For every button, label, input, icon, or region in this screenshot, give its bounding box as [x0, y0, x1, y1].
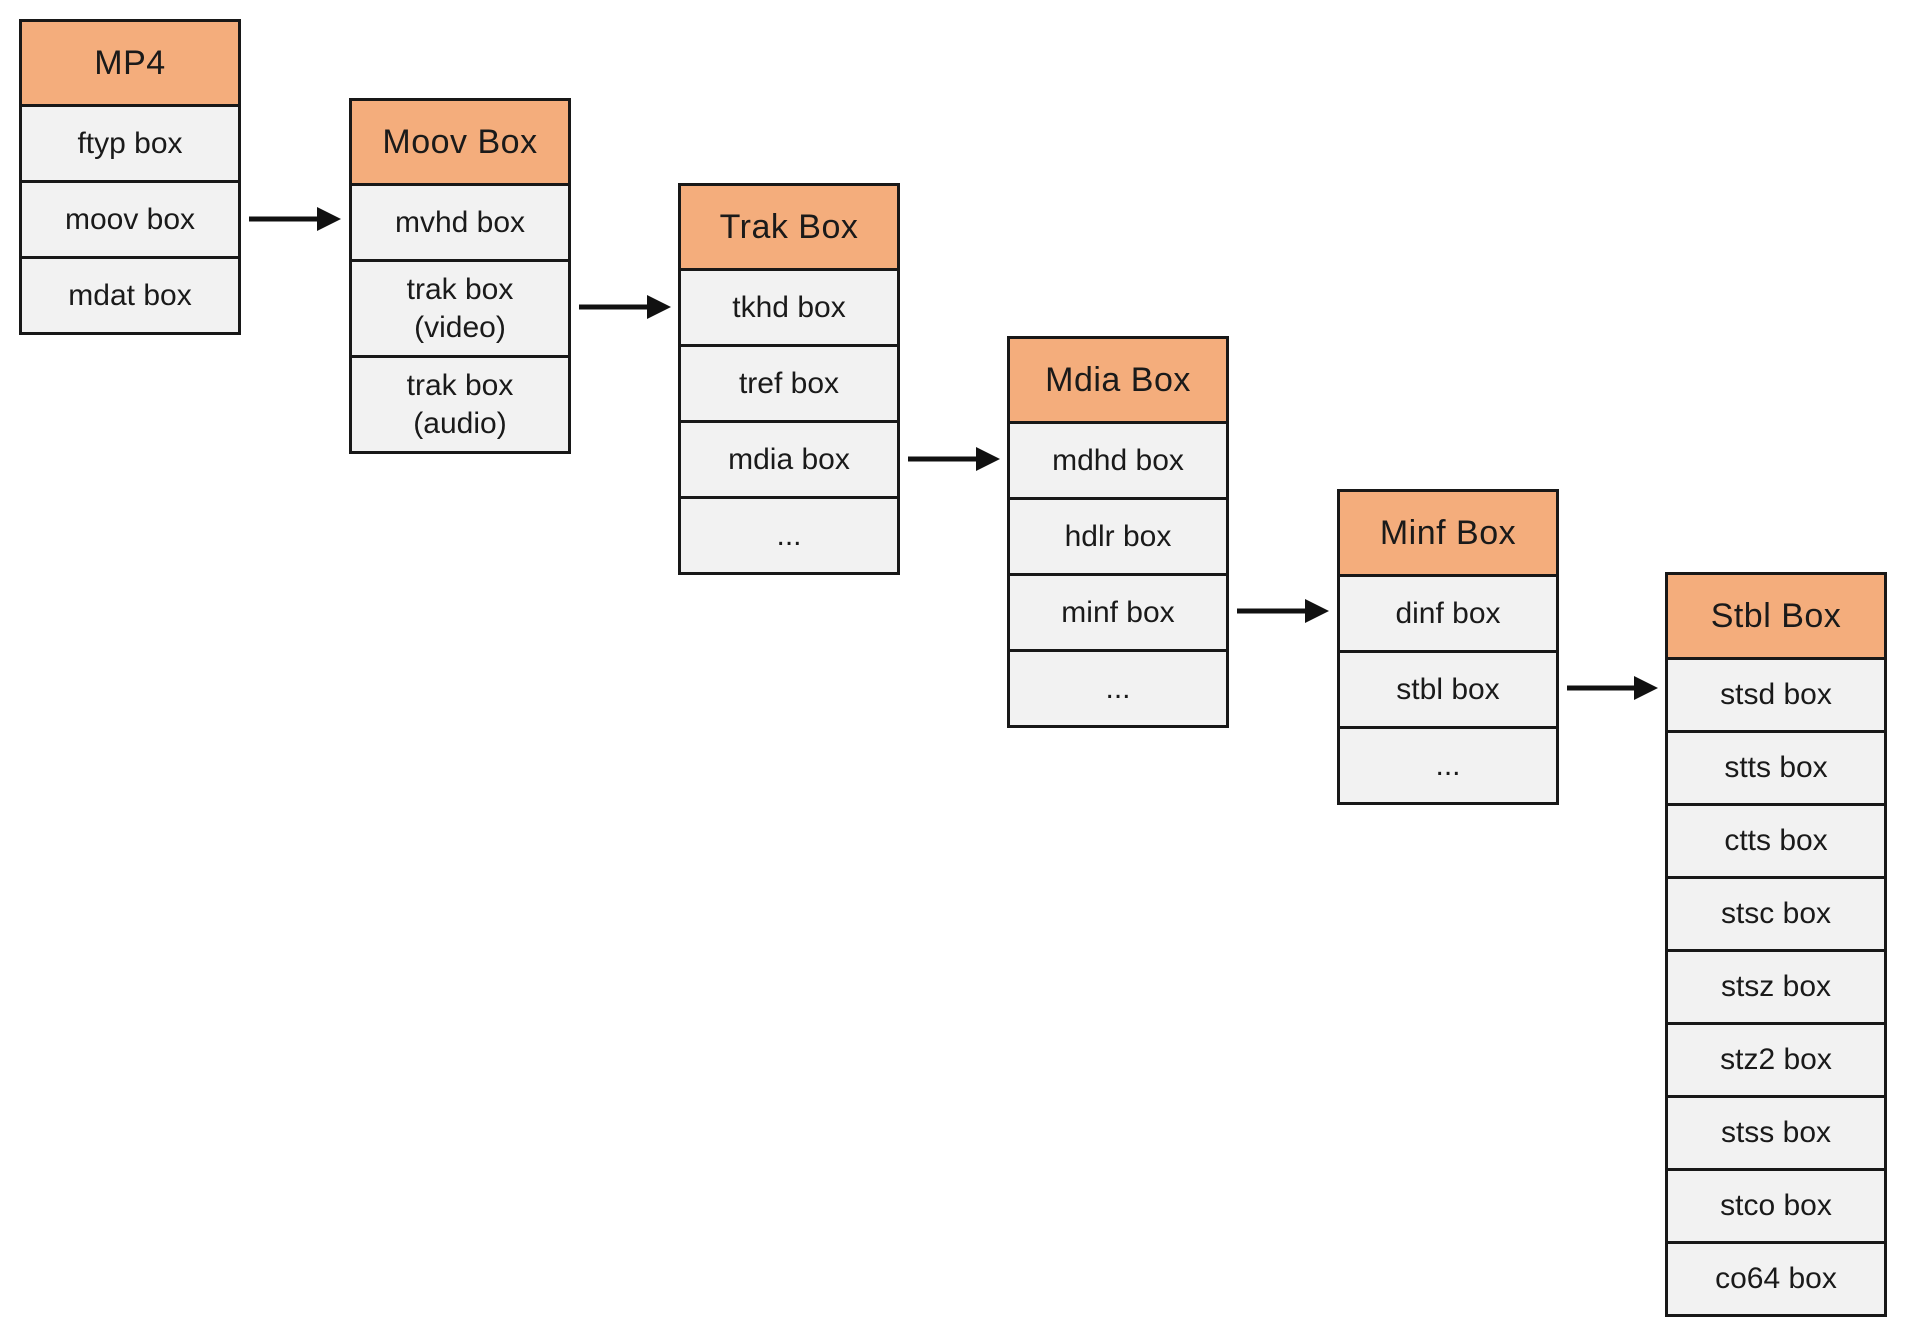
row-mdat-box: mdat box: [22, 256, 238, 332]
row-stsd-box: stsd box: [1668, 657, 1884, 730]
row-moov-box: moov box: [22, 180, 238, 256]
row-minf-ellipsis: ...: [1340, 726, 1556, 802]
row-mdia-box: mdia box: [681, 420, 897, 496]
arrow-minf-to-minfbox: [1237, 598, 1329, 624]
arrow-shaft: [249, 216, 323, 222]
table-mp4-header: MP4: [22, 22, 238, 104]
arrow-moov-to-moovbox: [249, 206, 341, 232]
arrow-shaft: [908, 456, 982, 462]
row-mdia-ellipsis: ...: [1010, 649, 1226, 725]
arrow-head-icon: [647, 295, 671, 319]
table-stbl-box: Stbl Box stsd box stts box ctts box stsc…: [1665, 572, 1887, 1317]
row-tkhd-box: tkhd box: [681, 268, 897, 344]
arrow-shaft: [1237, 608, 1311, 614]
row-hdlr-box: hdlr box: [1010, 497, 1226, 573]
row-mdhd-box: mdhd box: [1010, 421, 1226, 497]
table-moov-box: Moov Box mvhd box trak box (video) trak …: [349, 98, 571, 454]
arrow-stbl-to-stblbox: [1567, 675, 1658, 701]
table-moov-box-header: Moov Box: [352, 101, 568, 183]
row-mvhd-box: mvhd box: [352, 183, 568, 259]
row-trak-box-video: trak box (video): [352, 259, 568, 355]
row-dinf-box: dinf box: [1340, 574, 1556, 650]
row-stz2-box: stz2 box: [1668, 1022, 1884, 1095]
table-mdia-box-header: Mdia Box: [1010, 339, 1226, 421]
arrow-head-icon: [317, 207, 341, 231]
row-trak-ellipsis: ...: [681, 496, 897, 572]
table-trak-box-header: Trak Box: [681, 186, 897, 268]
row-tref-box: tref box: [681, 344, 897, 420]
row-minf-box: minf box: [1010, 573, 1226, 649]
row-stco-box: stco box: [1668, 1168, 1884, 1241]
table-mdia-box: Mdia Box mdhd box hdlr box minf box ...: [1007, 336, 1229, 728]
arrow-head-icon: [1305, 599, 1329, 623]
row-stss-box: stss box: [1668, 1095, 1884, 1168]
arrow-mdia-to-mdiabox: [908, 446, 1000, 472]
row-stts-box: stts box: [1668, 730, 1884, 803]
arrow-shaft: [1567, 685, 1640, 691]
table-stbl-box-header: Stbl Box: [1668, 575, 1884, 657]
arrow-trakvideo-to-trakbox: [579, 294, 671, 320]
row-co64-box: co64 box: [1668, 1241, 1884, 1314]
table-mp4: MP4 ftyp box moov box mdat box: [19, 19, 241, 335]
row-trak-box-audio: trak box (audio): [352, 355, 568, 451]
row-stsz-box: stsz box: [1668, 949, 1884, 1022]
table-trak-box: Trak Box tkhd box tref box mdia box ...: [678, 183, 900, 575]
arrow-head-icon: [976, 447, 1000, 471]
table-minf-box-header: Minf Box: [1340, 492, 1556, 574]
row-stsc-box: stsc box: [1668, 876, 1884, 949]
row-stbl-box: stbl box: [1340, 650, 1556, 726]
row-ctts-box: ctts box: [1668, 803, 1884, 876]
arrow-head-icon: [1634, 676, 1658, 700]
arrow-shaft: [579, 304, 653, 310]
row-ftyp-box: ftyp box: [22, 104, 238, 180]
table-minf-box: Minf Box dinf box stbl box ...: [1337, 489, 1559, 805]
